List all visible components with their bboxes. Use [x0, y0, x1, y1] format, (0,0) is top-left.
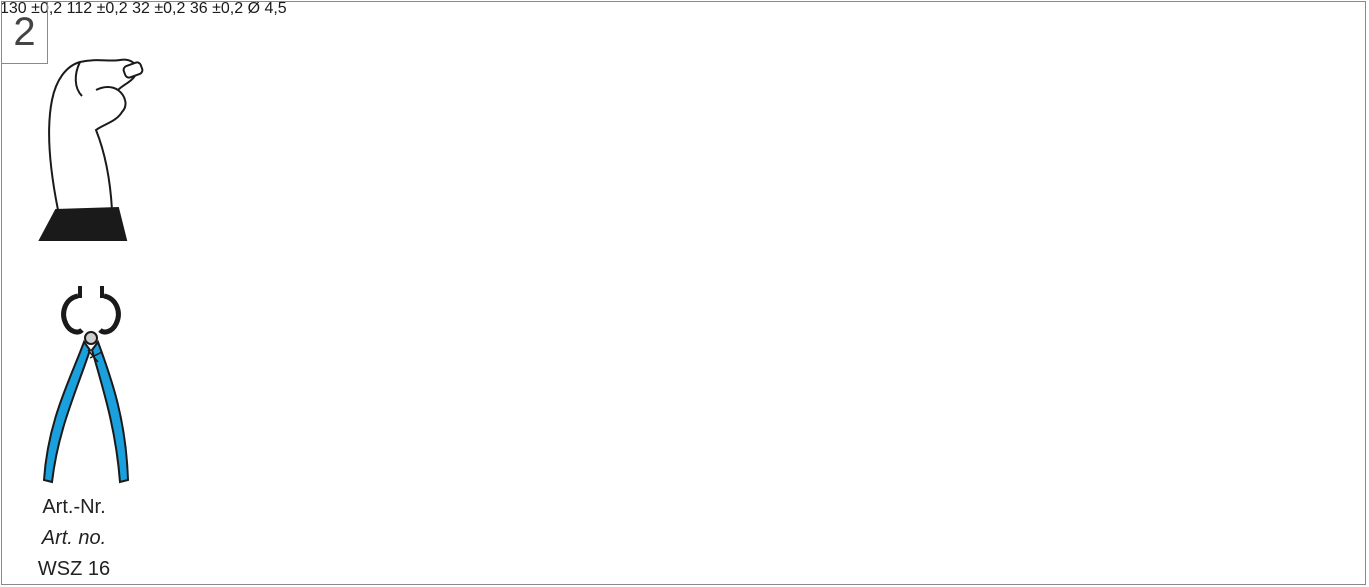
article-number-block: Art.-Nr. Art. no. WSZ 16: [24, 492, 124, 585]
article-label-en: Art. no.: [41, 527, 107, 549]
pliers-icon: [42, 286, 130, 484]
dim-hole-diameter: Ø 4,5: [247, 0, 287, 17]
dim-36: 36 ±0,2: [189, 0, 244, 17]
article-number: WSZ 16: [37, 558, 111, 580]
dim-32: 32 ±0,2: [132, 0, 186, 17]
step-number: 2: [2, 2, 48, 64]
dim-112: 112 ±0,2: [66, 0, 128, 17]
hand-icon: [38, 58, 144, 241]
separator-line: 130 ±0,2 112 ±0,2 32 ±0,2 36 ±0,2 Ø 4,5 …: [0, 0, 287, 580]
article-label-de: Art.-Nr.: [42, 496, 106, 518]
dim-130: 130 ±0,2: [0, 0, 63, 17]
